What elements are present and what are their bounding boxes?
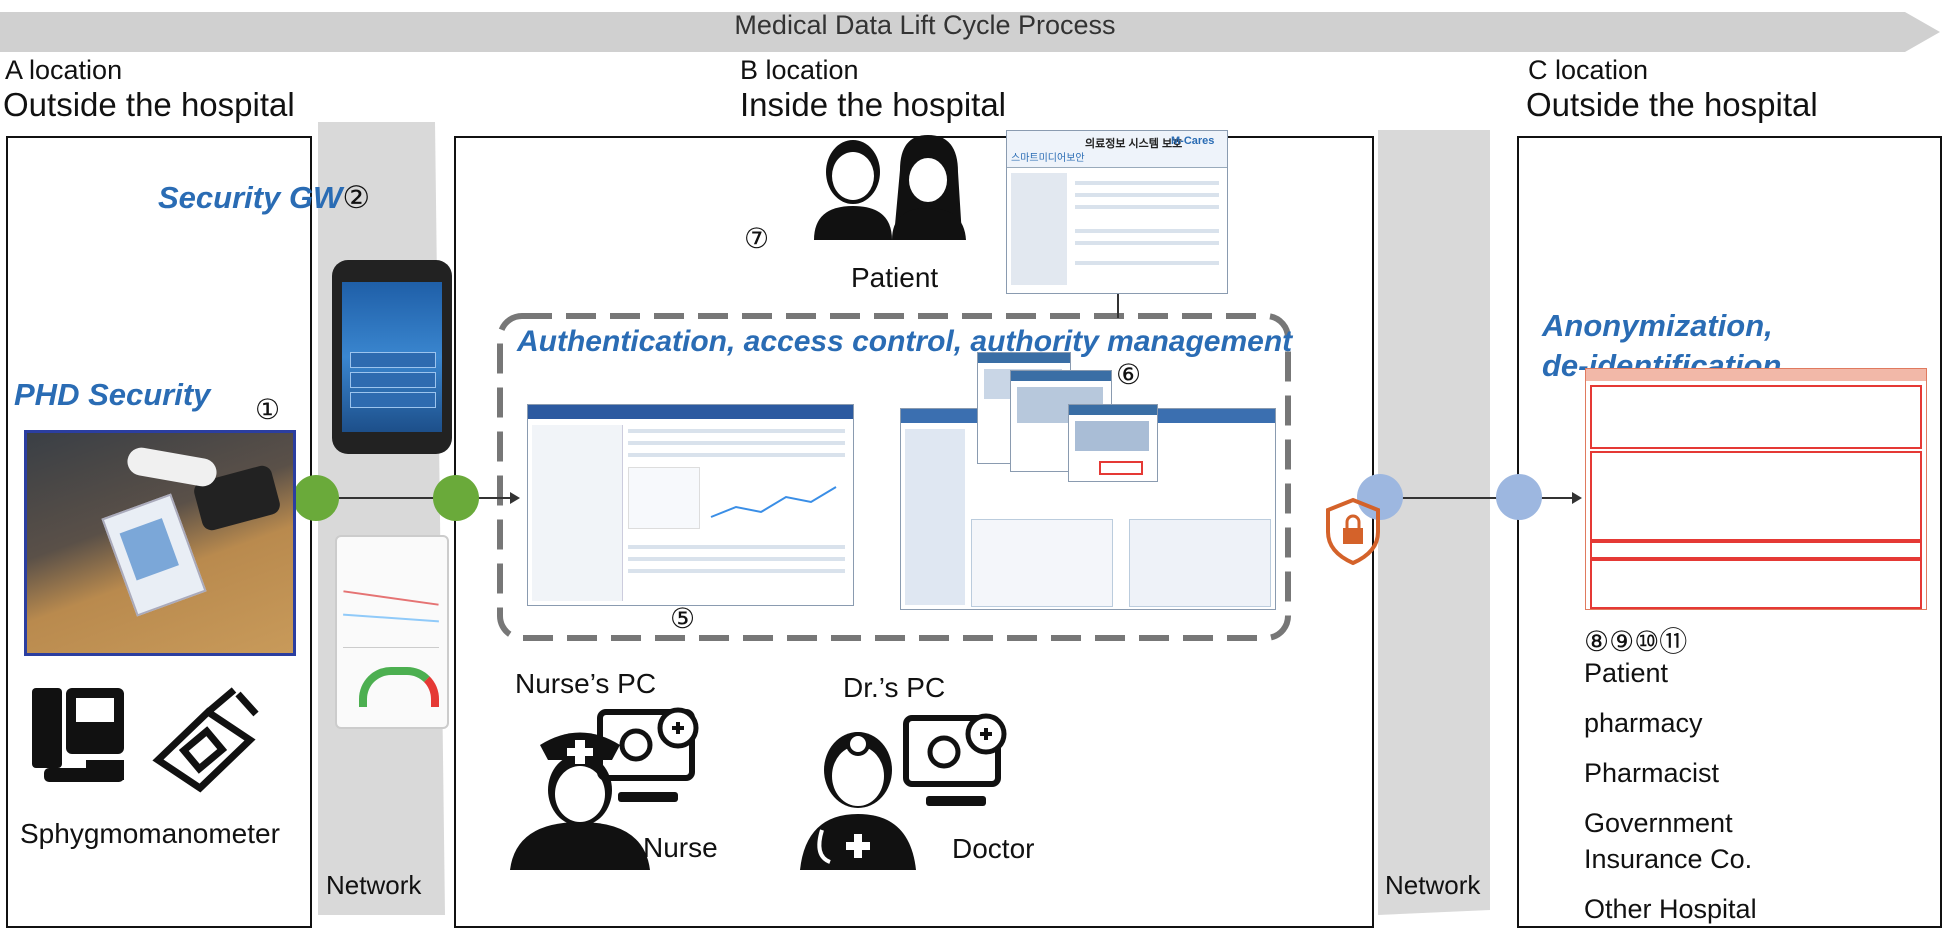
arm-sleeve xyxy=(125,445,219,489)
mcares-title: 의료정보 시스템 보호 xyxy=(1085,138,1183,150)
network-column-right xyxy=(1378,130,1490,915)
network-column-left xyxy=(318,122,445,915)
node-green-right xyxy=(433,475,479,521)
banner-title: Medical Data Lift Cycle Process xyxy=(734,10,1116,40)
dr-pc-label: Dr.’s PC xyxy=(843,672,946,703)
location-b-label: B location xyxy=(740,55,859,85)
nurse-system-screenshot xyxy=(527,404,854,606)
patient-num: ⑦ xyxy=(744,223,770,254)
c-item-pharmacy: pharmacy xyxy=(1584,708,1703,738)
network-label-left: Network xyxy=(326,870,422,900)
smartphone-app xyxy=(332,260,452,454)
shield-lock-icon xyxy=(1326,497,1380,566)
smartphone-screen xyxy=(342,282,442,432)
security-gw-title: Security GW② xyxy=(158,180,370,216)
phd-security-num: ① xyxy=(255,394,281,425)
anonymization-title-1: Anonymization, xyxy=(1542,308,1773,343)
bp-monitor-device xyxy=(101,493,207,617)
location-a-label: A location xyxy=(5,55,123,85)
location-c-label: C location xyxy=(1528,55,1649,85)
nurse-icon xyxy=(510,707,699,870)
zone-a-box xyxy=(6,136,312,928)
banner-arrow xyxy=(0,12,1940,52)
num-6: ⑥ xyxy=(1116,359,1142,390)
doctor-system-screenshot xyxy=(900,408,1276,610)
doctor-label: Doctor xyxy=(952,833,1035,864)
phone-chart-screen xyxy=(335,535,449,729)
c-item-government: Government xyxy=(1584,808,1733,838)
mcares-screenshot: 스마트미디어보안 의료정보 시스템 보호 M-Cares xyxy=(1006,130,1228,294)
zone-c-box xyxy=(1517,136,1942,928)
anonymization-program-screenshot xyxy=(1585,368,1927,610)
doctor-icon xyxy=(800,713,1007,870)
auth-title: Authentication, access control, authorit… xyxy=(517,325,1293,358)
location-a-place: Outside the hospital xyxy=(3,86,295,123)
gauge-icon xyxy=(359,667,439,707)
patient-couple-icon xyxy=(814,135,966,240)
doctor-popup-3 xyxy=(1068,404,1158,482)
wrist-monitor-icon xyxy=(152,687,259,793)
node-blue-left xyxy=(1357,474,1403,520)
patient-label: Patient xyxy=(851,262,939,293)
zone-b-box xyxy=(454,136,1374,928)
c-item-insurance: Insurance Co. xyxy=(1584,844,1753,874)
c-item-patient: Patient xyxy=(1584,658,1669,688)
blood-pressure-monitor-icon xyxy=(32,688,124,782)
location-b-place: Inside the hospital xyxy=(740,86,1007,123)
c-item-other-hospital: Other Hospital xyxy=(1584,894,1757,924)
c-zone-nums: ⑧⑨⑩⑪ xyxy=(1584,626,1688,657)
sphygmomanometer-label: Sphygmomanometer xyxy=(20,818,280,849)
node-blue-right xyxy=(1496,474,1542,520)
nurse-pc-label: Nurse’s PC xyxy=(515,668,657,699)
location-c-place: Outside the hospital xyxy=(1526,86,1818,123)
mcares-sub: 스마트미디어보안 xyxy=(1011,153,1085,164)
auth-dashed-box xyxy=(497,313,1291,641)
phd-security-title: PHD Security xyxy=(14,377,211,412)
phd-device-photo xyxy=(24,430,296,656)
security-gw-num: ② xyxy=(342,180,371,215)
nurse-label: Nurse xyxy=(643,832,718,863)
network-label-right: Network xyxy=(1385,870,1481,900)
arrow-icon-right xyxy=(1572,492,1582,504)
nurse-chart xyxy=(710,486,837,518)
c-item-pharmacist: Pharmacist xyxy=(1584,758,1720,788)
node-green-left xyxy=(293,475,339,521)
mcares-brand: M-Cares xyxy=(1171,135,1215,147)
arrow-icon xyxy=(510,492,520,504)
num-5: ⑤ xyxy=(670,603,696,634)
security-gw-text: Security GW xyxy=(158,180,343,215)
